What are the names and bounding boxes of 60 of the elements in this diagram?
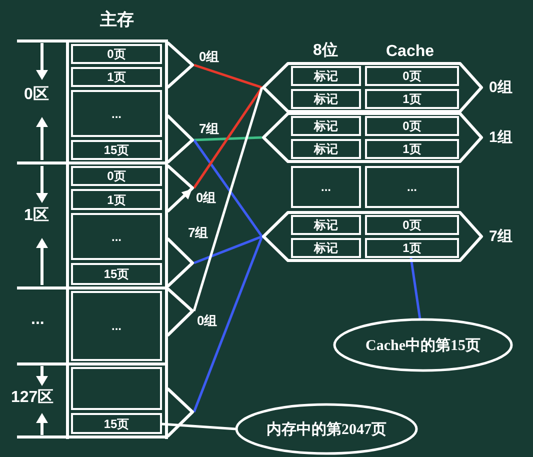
cache-page-cell: 1页	[365, 238, 459, 258]
group-bracket	[166, 387, 194, 438]
mapping-line	[194, 136, 262, 142]
group-label: 7组	[199, 122, 220, 135]
tag-cell: ...	[291, 166, 361, 208]
region-label: 0区	[24, 87, 49, 103]
group-bracket	[166, 114, 194, 164]
table-heading: 主存	[99, 11, 135, 28]
group-label: 7组	[489, 229, 512, 244]
mapping-line	[194, 64, 262, 89]
tag-cell: 标记	[291, 238, 361, 258]
group-bracket	[166, 41, 194, 89]
tag-cell: 标记	[291, 215, 361, 235]
cache-page-cell: ...	[365, 166, 459, 208]
cache-page-cell: 0页	[365, 116, 459, 136]
group-bracket	[166, 237, 194, 288]
region-label: ...	[31, 312, 44, 328]
group-label: 0组	[489, 80, 512, 95]
memory-page-cell: 15页	[71, 413, 162, 434]
tag-cell: 标记	[291, 89, 361, 109]
cache-page-cell: 1页	[365, 139, 459, 159]
callout-ellipse: Cache中的第15页	[333, 318, 513, 372]
memory-page-cell: 0页	[71, 44, 162, 64]
cache-page-cell: 0页	[365, 66, 459, 86]
memory-page-cell: 1页	[71, 189, 162, 210]
region-label: 127区	[11, 390, 54, 406]
memory-page-cell: 15页	[71, 263, 162, 285]
tag-cell: 标记	[291, 66, 361, 86]
group-bracket	[166, 287, 194, 337]
group-bracket	[166, 164, 194, 213]
cache-set-outline	[262, 112, 483, 163]
callout-ellipse: 内存中的第2047页	[235, 403, 418, 455]
mapping-line	[194, 235, 262, 264]
memory-page-cell: ...	[71, 90, 162, 137]
group-label: 0组	[199, 50, 220, 63]
memory-page-cell: 1页	[71, 67, 162, 87]
column-header: 8位	[313, 43, 338, 59]
cache-page-cell: 0页	[365, 215, 459, 235]
memory-page-cell: ...	[71, 213, 162, 260]
cache-set-outline	[262, 62, 483, 113]
tag-cell: 标记	[291, 116, 361, 136]
group-label: 0组	[197, 314, 218, 327]
region-label: 1区	[24, 208, 49, 224]
cache-page-cell: 1页	[365, 89, 459, 109]
mapping-line	[192, 236, 264, 412]
memory-page-cell	[71, 367, 162, 410]
cache-set-outline	[262, 211, 483, 262]
column-header: Cache	[386, 44, 434, 60]
leader-line	[410, 258, 422, 320]
tag-cell: 标记	[291, 139, 361, 159]
mapping-line	[192, 139, 264, 238]
mapping-line	[192, 87, 264, 312]
group-label: 7组	[188, 226, 208, 239]
memory-table	[66, 8, 168, 439]
memory-page-cell: 0页	[71, 166, 162, 186]
group-label: 1组	[489, 130, 512, 145]
memory-page-cell: 15页	[71, 140, 162, 160]
group-label: 0组	[196, 191, 216, 204]
memory-page-cell: ...	[71, 291, 162, 361]
mapping-line	[192, 86, 264, 189]
